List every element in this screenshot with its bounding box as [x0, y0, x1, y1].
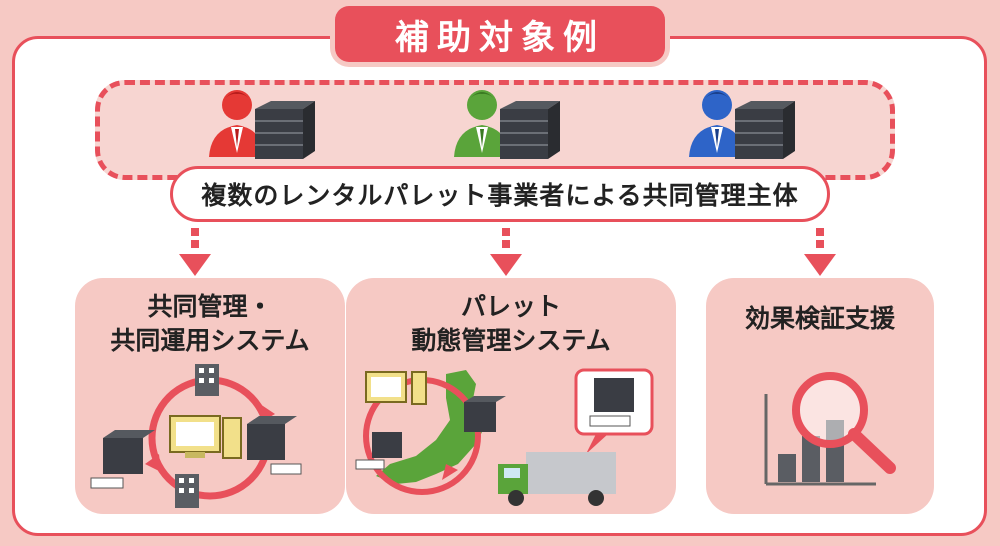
- operators-row: [95, 85, 895, 165]
- analysis-magnifier-icon: [764, 372, 896, 486]
- arrow-down-icon: [179, 228, 211, 276]
- arrow-down-icon: [490, 228, 522, 276]
- arrow-down-icon: [804, 228, 836, 276]
- card-title: パレット: [460, 292, 561, 321]
- card-title: 共同運用システム: [110, 326, 310, 355]
- entity-label: 複数のレンタルパレット事業者による共同管理主体: [170, 166, 830, 222]
- operator-red-icon: [209, 90, 315, 159]
- card-title: 動態管理システム: [411, 326, 611, 355]
- card-shared-system: 共同管理・ 共同運用システム: [75, 278, 345, 514]
- operator-blue-icon: [689, 90, 795, 159]
- card-title: 効果検証支援: [744, 304, 895, 333]
- card-effect-verification: 効果検証支援: [706, 278, 934, 514]
- card-title: 共同管理・: [147, 292, 273, 321]
- shared-cycle-illustration: [90, 364, 302, 508]
- page-title: 補助対象例: [335, 6, 665, 62]
- card-pallet-tracking: パレット 動態管理システム: [346, 278, 676, 514]
- tracking-illustration: [355, 368, 654, 506]
- operator-green-icon: [454, 90, 560, 159]
